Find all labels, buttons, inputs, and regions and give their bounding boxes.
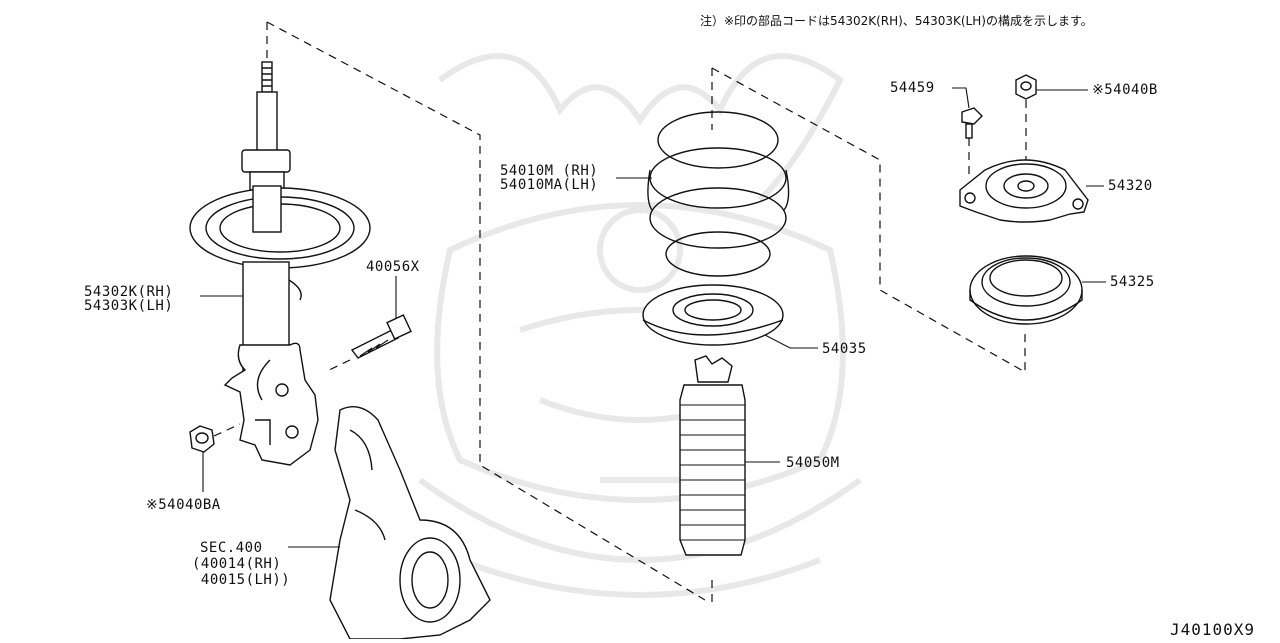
label-knuckle-lh[interactable]: 40015(LH)) <box>192 572 291 588</box>
spring-seat <box>642 284 784 346</box>
label-knuckle-rh[interactable]: (40014(RH) <box>192 556 282 572</box>
rod-thread <box>261 61 273 93</box>
header-note: 注）※印の部品コードは54302K(RH)、54303K(LH)の構成を示します… <box>700 14 1093 28</box>
piston-rod <box>256 91 278 153</box>
bound-bumper <box>679 355 746 556</box>
strut-assembly <box>189 61 371 466</box>
boundary-strut <box>266 21 706 601</box>
strut-mount <box>959 159 1089 223</box>
rod-nut <box>241 149 291 173</box>
watermark-logo <box>418 53 862 598</box>
label-sec-400[interactable]: SEC.400 <box>200 540 263 556</box>
label-spring-lh[interactable]: 54010MA(LH) <box>500 177 599 193</box>
label-nut-54040b[interactable]: ※54040B <box>1092 82 1158 98</box>
label-bumper-54050m[interactable]: 54050M <box>786 455 840 471</box>
mount-bearing <box>969 255 1083 325</box>
label-seat-54035[interactable]: 54035 <box>822 341 867 357</box>
diagram-code: J40100X9 <box>1170 620 1256 639</box>
bolt-54459 <box>961 107 983 180</box>
boundary-spring-group <box>711 67 1026 604</box>
bolt-40056x <box>324 314 412 373</box>
nut-54040b <box>1015 74 1037 162</box>
steering-knuckle <box>329 406 491 640</box>
leader-seat <box>764 334 818 349</box>
label-bolt-54459[interactable]: 54459 <box>890 80 935 96</box>
label-bolt-40056x[interactable]: 40056X <box>366 259 420 275</box>
label-mount-54320[interactable]: 54320 <box>1108 178 1153 194</box>
label-spring-rh[interactable]: 54010M (RH) <box>500 163 599 179</box>
label-strut-lh[interactable]: 54303K(LH) <box>84 298 174 314</box>
label-strut-rh[interactable]: 54302K(RH) <box>84 284 174 300</box>
leader-bolt-top <box>952 87 970 109</box>
label-bearing-54325[interactable]: 54325 <box>1110 274 1155 290</box>
nut-54040ba <box>189 423 241 453</box>
knuckle-bracket <box>223 342 319 466</box>
label-nut-54040ba[interactable]: ※54040BA <box>146 497 221 513</box>
